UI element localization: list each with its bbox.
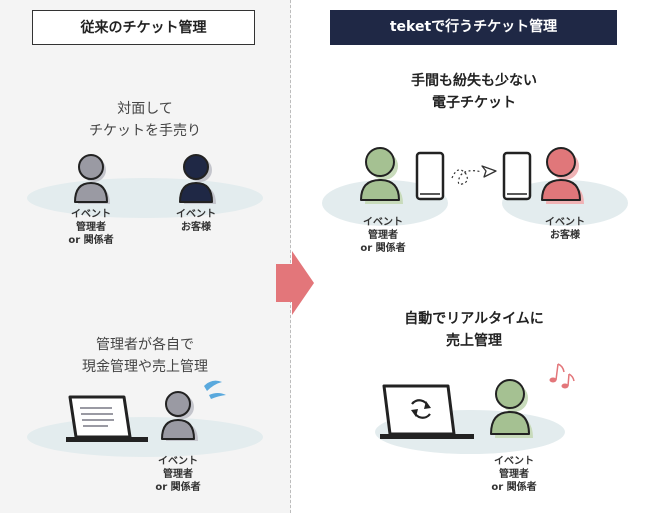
left-scene1-organizer-label: イベント 管理者 or 関係者 xyxy=(51,208,131,247)
left-header: 従来のチケット管理 xyxy=(32,10,255,45)
caption-line: 手間も紛失も少ない xyxy=(411,73,537,89)
label-line: 管理者 xyxy=(163,469,193,480)
arrow-right-icon xyxy=(276,251,314,315)
label-line: 管理者 xyxy=(368,230,398,241)
paper-plane-icon xyxy=(451,165,497,185)
music-note-icon xyxy=(549,363,575,389)
label-line: or 関係者 xyxy=(360,243,406,254)
label-line: イベント xyxy=(363,217,403,228)
person-icon xyxy=(161,391,198,441)
label-line: 管理者 xyxy=(76,222,106,233)
right-scene2-caption: 自動でリアルタイムに 売上管理 xyxy=(374,308,574,352)
smartphone-icon xyxy=(415,151,445,201)
label-line: イベント xyxy=(71,209,111,220)
sweat-drops-icon xyxy=(204,380,226,399)
left-scene1-caption: 対面して チケットを手売り xyxy=(45,98,245,142)
right-scene1-organizer-label: イベント 管理者 or 関係者 xyxy=(343,216,423,255)
label-line: お客様 xyxy=(550,230,580,241)
caption-line: チケットを手売り xyxy=(89,123,201,139)
laptop-icon xyxy=(380,384,474,439)
right-scene2-organizer-label: イベント 管理者 or 関係者 xyxy=(474,455,554,494)
left-scene2-organizer-label: イベント 管理者 or 関係者 xyxy=(138,455,218,494)
left-scene2-caption: 管理者が各自で 現金管理や売上管理 xyxy=(45,334,245,378)
label-line: イベント xyxy=(176,209,216,220)
label-line: イベント xyxy=(545,217,585,228)
label-line: イベント xyxy=(158,456,198,467)
caption-line: 電子チケット xyxy=(432,95,516,111)
right-header: teketで行うチケット管理 xyxy=(330,10,617,45)
laptop-icon xyxy=(66,395,148,442)
smartphone-icon xyxy=(502,151,532,201)
label-line: イベント xyxy=(494,456,534,467)
label-line: or 関係者 xyxy=(491,482,537,493)
caption-line: 自動でリアルタイムに xyxy=(404,311,544,327)
label-line: 管理者 xyxy=(499,469,529,480)
person-icon xyxy=(74,154,110,204)
right-scene1-customer-label: イベント お客様 xyxy=(525,216,605,242)
person-icon xyxy=(360,147,403,204)
caption-line: 管理者が各自で xyxy=(96,337,194,353)
label-line: or 関係者 xyxy=(155,482,201,493)
person-icon xyxy=(541,147,584,204)
refresh-icon xyxy=(411,399,431,419)
caption-line: 現金管理や売上管理 xyxy=(82,359,208,375)
label-line: or 関係者 xyxy=(68,235,114,246)
label-line: お客様 xyxy=(181,222,211,233)
left-scene1-customer-label: イベント お客様 xyxy=(156,208,236,234)
panel-divider xyxy=(290,0,291,513)
caption-line: 対面して xyxy=(117,101,173,117)
person-icon xyxy=(490,379,533,438)
caption-line: 売上管理 xyxy=(446,333,502,349)
right-scene1-caption: 手間も紛失も少ない 電子チケット xyxy=(374,70,574,114)
person-icon xyxy=(179,154,216,204)
